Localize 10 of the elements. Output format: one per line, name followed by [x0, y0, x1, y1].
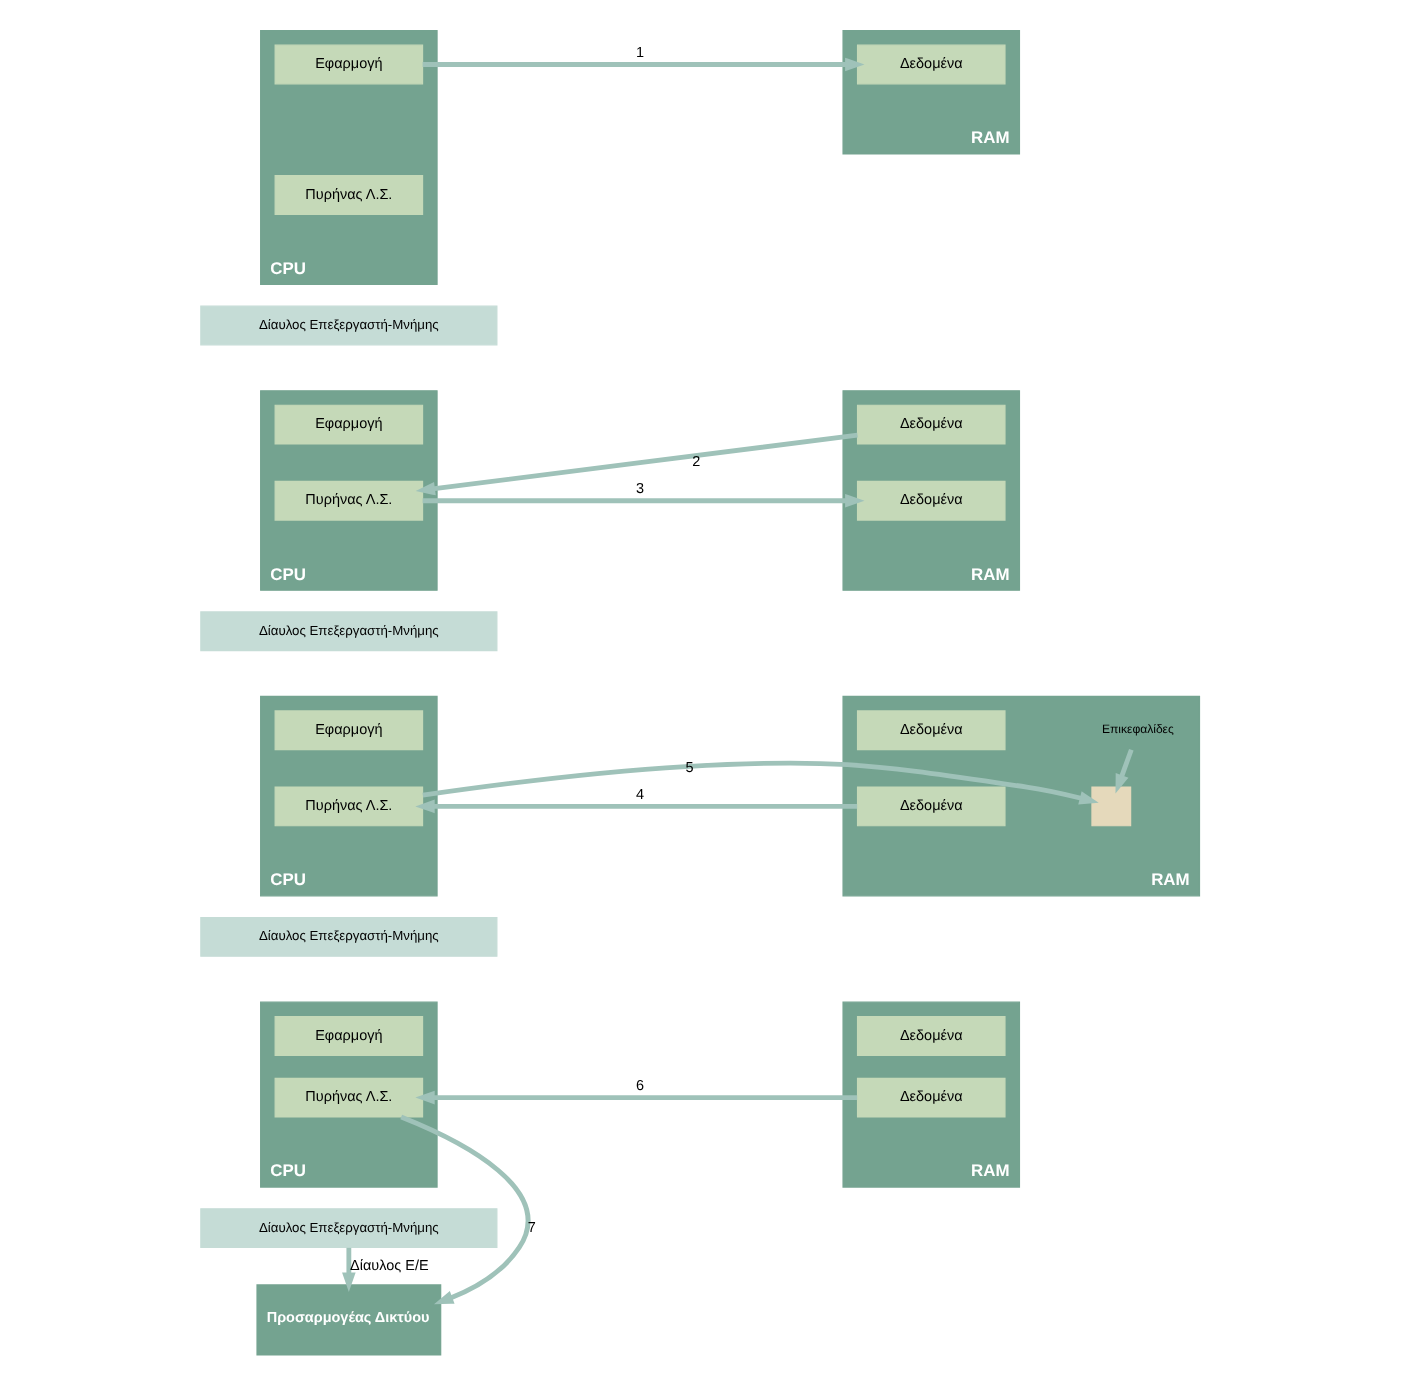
arrow: [414, 432, 857, 496]
arrow: [414, 799, 857, 814]
arrow: [421, 57, 864, 72]
arrow: [399, 1114, 530, 1305]
node-box: [1090, 786, 1131, 827]
arrow: [1114, 748, 1133, 794]
arrow: [414, 1090, 857, 1105]
arrow: [341, 1247, 355, 1292]
arrow: [421, 493, 864, 508]
arrow: [421, 760, 1098, 805]
